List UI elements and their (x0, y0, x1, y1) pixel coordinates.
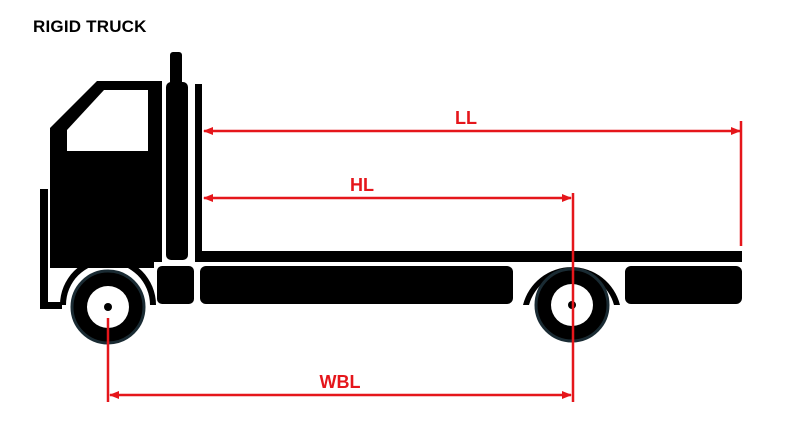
headboard (195, 84, 202, 256)
ll-label: LL (455, 108, 477, 128)
wbl-label: WBL (320, 372, 361, 392)
rear-chassis-panel (625, 266, 742, 304)
diagram-title: RIGID TRUCK (33, 17, 147, 36)
flat-deck (195, 251, 742, 262)
front-bumper (40, 189, 48, 309)
dimension-hl: HL (203, 175, 572, 202)
front-wheel-arch (60, 257, 156, 305)
cab-step-box (157, 266, 194, 304)
dimension-wbl: WBL (109, 372, 572, 399)
front-axle-hub (104, 303, 112, 311)
dimension-ll: LL (203, 108, 743, 246)
hl-label: HL (350, 175, 374, 195)
cab-window (67, 90, 148, 151)
front-wheel (70, 269, 146, 345)
side-chassis-panel (200, 266, 513, 304)
truck-body (40, 52, 742, 309)
